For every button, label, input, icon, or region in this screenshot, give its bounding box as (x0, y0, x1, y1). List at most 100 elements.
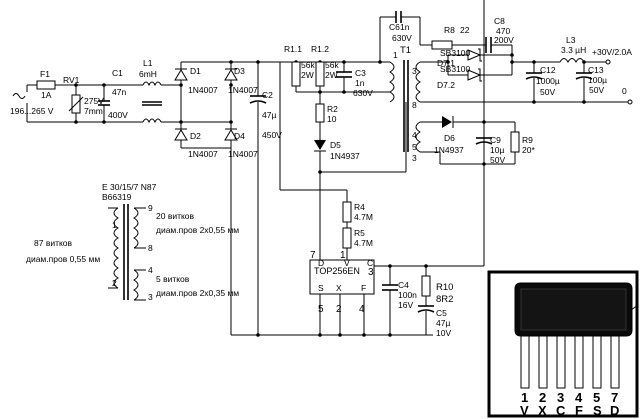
package-drawing: 1 2 3 4 5 7 V X C F S D (487, 270, 639, 418)
t1-pin-3b: 3 (412, 153, 417, 163)
c9-v1: 10µ (490, 145, 504, 155)
l1-ref: L1 (143, 58, 153, 68)
detail-pin-9: 9 (148, 203, 153, 213)
r8-value: 22 (460, 25, 470, 35)
core-type-label: E 30/15/7 N87 (102, 182, 157, 192)
ic-pin-f: F (361, 283, 366, 293)
c5-v1: 47µ (436, 318, 450, 328)
transformer-t1: C6 1n 630V T1 1 3 8 4 5 3 (366, 11, 421, 163)
ic-pin-s-num: 5 (318, 304, 324, 315)
c5-ref: C5 (436, 308, 447, 318)
c12-v2: 50V (540, 87, 555, 97)
detail-pin-4: 4 (148, 265, 153, 275)
resistor-r1-2 (315, 61, 325, 87)
c4-v2: 16V (398, 300, 413, 310)
f1-value: 1A (41, 90, 52, 100)
choke-l1-bottom (142, 118, 162, 124)
t1-ref: T1 (400, 45, 411, 56)
r9-value: 20* (522, 145, 535, 155)
ic-pin-x: X (336, 283, 342, 293)
c12-ref: C12 (540, 65, 556, 75)
pkg-pin-num-4: 4 (575, 390, 583, 405)
output-stage: R8 22 C8 470 200V SB3100 SB3100 D7.1 D7.… (419, 16, 633, 105)
f1-ref: F1 (40, 69, 50, 79)
c2-ref: C2 (262, 90, 273, 100)
d2-ref: D2 (190, 131, 201, 141)
ic-pin-d: D (318, 258, 324, 268)
ic-pin-c-num: 3 (368, 267, 374, 278)
d1-ref: D1 (190, 66, 201, 76)
pkg-pin-letter-f: F (575, 403, 583, 418)
d6-value: 1N4937 (434, 145, 464, 155)
c4-v1: 100n (398, 290, 417, 300)
input-voltage-label: 196...265 V (10, 106, 54, 116)
ic-pin-d-num: 7 (310, 250, 316, 261)
pkg-pin-letter-v: V (520, 403, 529, 418)
d71-ref: D7.1 (437, 58, 455, 68)
r10-value: 8R2 (436, 294, 453, 305)
d5-ref: D5 (330, 140, 341, 150)
detail-aux-winding (133, 269, 139, 301)
r11-v1: 56k (301, 60, 315, 70)
c6-ref: C6 (389, 22, 400, 32)
d3-ref: D3 (234, 66, 245, 76)
pkg-pin-letter-x: X (538, 403, 547, 418)
resistor-r5 (342, 227, 352, 249)
resistor-r9 (510, 131, 520, 153)
r4-ref: R4 (354, 202, 365, 212)
r11-v2: 2W (301, 70, 314, 80)
c9-ref: C9 (490, 135, 501, 145)
detail-pin-3: 3 (148, 292, 153, 302)
primary-turns-label: 87 витков (34, 238, 73, 248)
resistor-r4 (342, 201, 352, 223)
detail-primary-winding (113, 207, 119, 289)
r2-value: 10 (327, 114, 337, 124)
ic-pin-s: S (318, 283, 324, 293)
resistor-r10 (421, 275, 431, 297)
c2-v1: 47µ (262, 110, 276, 120)
d4-ref: D4 (234, 131, 245, 141)
detail-secondary-winding (133, 207, 139, 249)
rv1-v2: 7mm (84, 106, 103, 116)
sec1-wire-label: диам.пров 2х0,55 мм (156, 225, 239, 235)
r12-v1: 56k (325, 60, 339, 70)
c12-v1: 1000µ (536, 76, 560, 86)
c13-v1: 100µ (588, 75, 607, 85)
primary-wire-label: диам.пров 0,55 мм (26, 254, 100, 264)
detail-pin-8: 8 (148, 243, 153, 253)
aux-supply: D6 1N4937 C9 10µ 50V R9 20* (374, 0, 535, 267)
t1-secondary-winding (415, 61, 421, 103)
sec2-turns-label: 5 витков (156, 274, 190, 284)
l3-ref: L3 (566, 35, 576, 45)
sec1-turns-label: 20 витков (156, 211, 195, 221)
bridge-rectifier: D1 1N4007 D2 1N4007 D3 1N4007 D4 1N4007 (174, 60, 390, 159)
ic-pin-x-num: 2 (336, 304, 342, 315)
c6-v2: 630V (392, 33, 412, 43)
r9-ref: R9 (522, 135, 533, 145)
l3-value: 3.3 µH (561, 45, 586, 55)
r12-ref: R1.2 (311, 44, 329, 54)
r11-ref: R1.1 (284, 44, 302, 54)
pkg-pin-num-5: 5 (593, 390, 600, 405)
sec2-wire-label: диам.пров 2х0,35 мм (156, 288, 239, 298)
d1-value: 1N4007 (188, 85, 218, 95)
t1-primary-winding (389, 61, 395, 103)
pkg-pin-num-1: 1 (521, 390, 528, 405)
output-ground-label: 0 (622, 86, 627, 96)
output-voltage-label: +30V/2.0A (592, 47, 632, 57)
detail-pin-1: 1 (112, 220, 117, 230)
c13-v2: 50V (589, 85, 604, 95)
capacitor-c2: C2 47µ 450V (249, 62, 282, 337)
controller-ic: R4 4.7M R5 4.7M TOP256EN 7 D 1 V C 3 S X… (279, 62, 453, 338)
c8-v2: 200V (494, 35, 514, 45)
resistor-r1-1 (291, 61, 301, 87)
c9-v2: 50V (490, 155, 505, 165)
d3-value: 1N4007 (228, 85, 258, 95)
t1-pin-4: 4 (412, 130, 417, 140)
pkg-pin-letter-d: D (610, 403, 619, 418)
c1-v2: 400V (108, 110, 128, 120)
d2-value: 1N4007 (188, 149, 218, 159)
choke-l1-top (142, 81, 162, 87)
t1-pin-3: 3 (412, 66, 417, 76)
